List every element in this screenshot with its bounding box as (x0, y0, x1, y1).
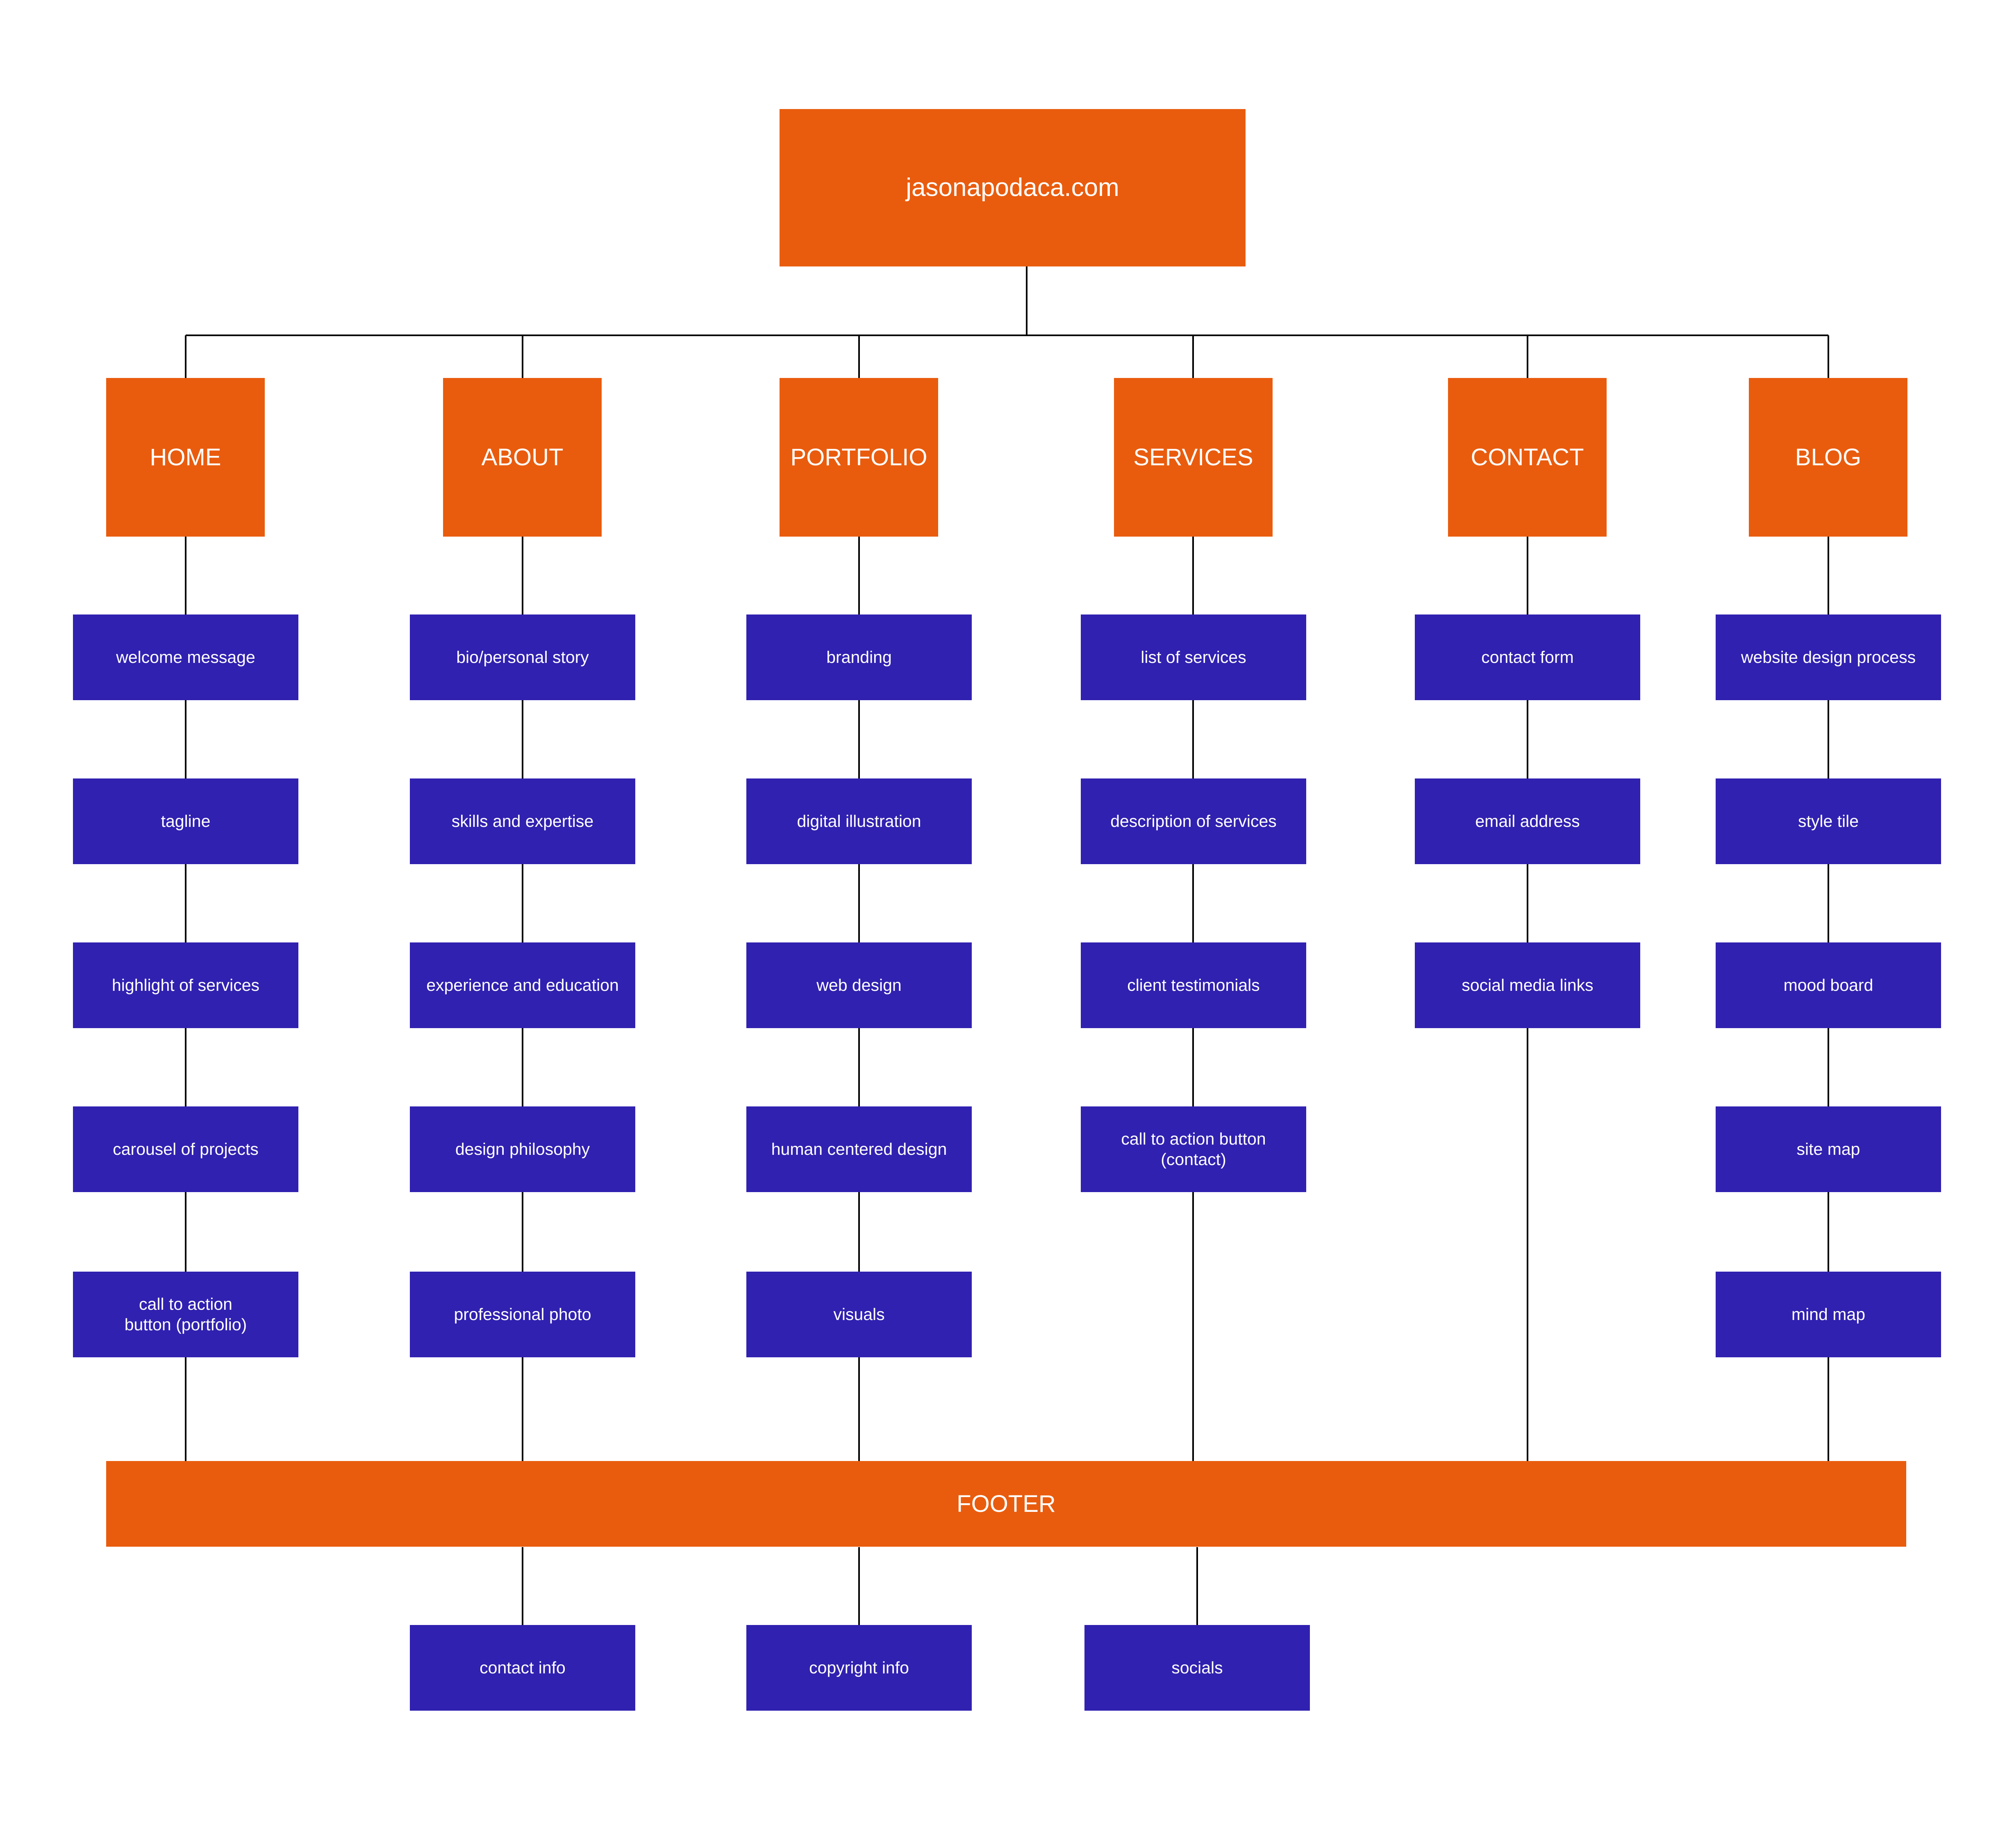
item-web-design: web design (746, 942, 972, 1028)
item-welcome-message: welcome message (73, 614, 298, 700)
footer-item-copyright-info: copyright info (746, 1625, 972, 1711)
footer-node: FOOTER (106, 1461, 1906, 1547)
item-highlight-of-services: highlight of services (73, 942, 298, 1028)
section-home: HOME (106, 378, 265, 537)
item-mood-board: mood board (1716, 942, 1941, 1028)
item-social-media-links: social media links (1415, 942, 1640, 1028)
item-cta-portfolio: call to action button (portfolio) (73, 1272, 298, 1357)
root-node: jasonapodaca.com (780, 109, 1246, 266)
item-experience-and-education: experience and education (410, 942, 635, 1028)
item-site-map: site map (1716, 1106, 1941, 1192)
item-list-of-services: list of services (1081, 614, 1306, 700)
item-description-of-services: description of services (1081, 778, 1306, 864)
footer-item-contact-info: contact info (410, 1625, 635, 1711)
section-blog: BLOG (1749, 378, 1907, 537)
item-digital-illustration: digital illustration (746, 778, 972, 864)
item-design-philosophy: design philosophy (410, 1106, 635, 1192)
item-bio-personal-story: bio/personal story (410, 614, 635, 700)
item-cta-contact: call to action button (contact) (1081, 1106, 1306, 1192)
item-human-centered-design: human centered design (746, 1106, 972, 1192)
section-contact: CONTACT (1448, 378, 1607, 537)
section-services: SERVICES (1114, 378, 1273, 537)
item-branding: branding (746, 614, 972, 700)
item-carousel-of-projects: carousel of projects (73, 1106, 298, 1192)
item-professional-photo: professional photo (410, 1272, 635, 1357)
section-portfolio: PORTFOLIO (780, 378, 938, 537)
item-client-testimonials: client testimonials (1081, 942, 1306, 1028)
item-visuals: visuals (746, 1272, 972, 1357)
item-style-tile: style tile (1716, 778, 1941, 864)
item-mind-map: mind map (1716, 1272, 1941, 1357)
item-skills-and-expertise: skills and expertise (410, 778, 635, 864)
item-contact-form: contact form (1415, 614, 1640, 700)
item-email-address: email address (1415, 778, 1640, 864)
item-tagline: tagline (73, 778, 298, 864)
section-about: ABOUT (443, 378, 602, 537)
item-website-design-process: website design process (1716, 614, 1941, 700)
footer-item-socials: socials (1084, 1625, 1310, 1711)
